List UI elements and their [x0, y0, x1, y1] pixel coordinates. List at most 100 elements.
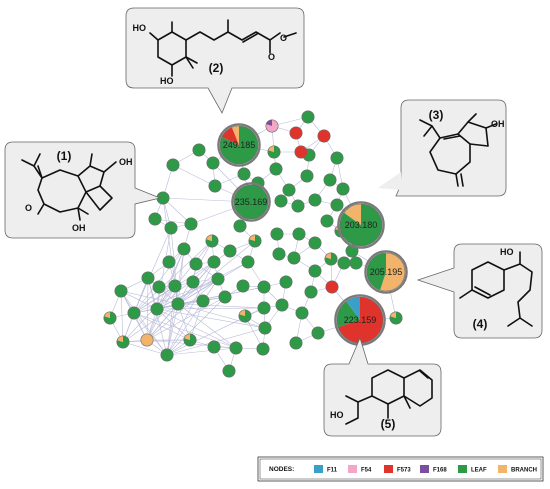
network-node	[291, 199, 305, 213]
network-node	[272, 247, 286, 261]
network-node	[287, 251, 301, 265]
hub-node-slice-f573	[221, 127, 239, 145]
network-node	[295, 306, 309, 320]
network-node-circle	[223, 244, 237, 258]
network-node	[279, 275, 293, 289]
network-node-slice-leaf	[248, 234, 262, 248]
network-node	[269, 162, 283, 176]
network-node-circle	[274, 194, 288, 208]
atom-oh: OH	[491, 119, 505, 129]
network-node-outline	[248, 234, 262, 248]
network-edge	[166, 285, 176, 356]
network-node	[192, 143, 206, 157]
network-edge	[122, 341, 168, 356]
network-nodes	[103, 110, 403, 378]
legend-item-f573: F573	[384, 465, 411, 474]
network-edge	[177, 303, 266, 329]
atom-o-ester-2: O	[280, 33, 287, 43]
legend-title: NODES:	[269, 466, 294, 473]
network-node	[257, 280, 271, 294]
network-node	[257, 301, 271, 315]
network-edge	[166, 278, 219, 356]
network-node-circle	[241, 255, 255, 269]
network-node	[330, 151, 344, 165]
network-node-outline	[389, 311, 403, 325]
network-edge	[177, 248, 185, 305]
atom-oh-top: OH	[119, 157, 133, 167]
network-edge	[146, 248, 185, 341]
network-edge	[156, 240, 213, 310]
network-edge	[147, 277, 168, 356]
molecule-label-3: (3)	[429, 108, 444, 122]
legend-swatch	[314, 465, 323, 473]
network-node-circle	[294, 145, 308, 159]
network-node-circle	[308, 193, 322, 207]
network-node	[275, 298, 289, 312]
network-node	[300, 169, 314, 183]
hub-node-outline	[219, 125, 259, 165]
atom-o-ester-1: O	[268, 52, 275, 62]
network-edge	[120, 290, 124, 343]
network-node-circle	[300, 169, 314, 183]
network-node-circle	[304, 285, 318, 299]
network-node-circle	[168, 279, 182, 293]
network-edge	[156, 227, 172, 310]
network-node	[265, 119, 279, 133]
hub-node-label: 223.159	[344, 315, 377, 325]
network-node-circle	[269, 162, 283, 176]
network-node	[189, 257, 203, 271]
network-node-circle	[308, 236, 322, 250]
network-node-circle	[184, 217, 198, 231]
callout-molecule-3: OH (3)	[378, 99, 507, 197]
network-node	[292, 227, 306, 241]
network-node-circle	[295, 306, 309, 320]
hub-node-slice-leaf	[233, 184, 269, 220]
network-node	[223, 244, 237, 258]
network-edge	[120, 290, 179, 305]
network-node	[205, 234, 219, 248]
network-node-circle	[337, 256, 351, 270]
hub-node-slice-branch	[380, 253, 405, 291]
network-node	[140, 333, 154, 347]
hub-node-label: 249.185	[223, 140, 256, 150]
network-node	[206, 156, 220, 170]
network-edge	[177, 303, 237, 349]
legend-item-f54: F54	[348, 465, 372, 474]
network-edge	[189, 300, 204, 341]
network-node	[171, 297, 185, 311]
network-node	[229, 341, 243, 355]
hub-node-outline	[366, 252, 406, 292]
network-node	[160, 348, 174, 362]
network-node	[207, 255, 221, 269]
legend-swatch	[420, 465, 429, 473]
network-edge	[166, 296, 226, 356]
network-node	[196, 294, 210, 308]
network-node-outline	[116, 335, 130, 349]
network-node-circle	[349, 256, 363, 270]
hub-node-label: 205.195	[370, 267, 403, 277]
network-edge	[120, 290, 158, 310]
network-node	[323, 173, 337, 187]
network-node-slice-branch	[184, 333, 190, 340]
network-node-circle	[292, 227, 306, 241]
atom-ho-bottom: HO	[160, 76, 174, 86]
network-node	[152, 280, 166, 294]
legend-label: F54	[361, 468, 372, 474]
atom-ho-top: HO	[133, 23, 147, 33]
network-node	[148, 212, 162, 226]
network-node	[282, 183, 296, 197]
network-node-circle	[207, 340, 221, 354]
network-node	[336, 182, 350, 196]
molecule-label-2: (2)	[209, 61, 224, 75]
network-node-circle	[279, 275, 293, 289]
network-node-circle	[189, 257, 203, 271]
network-node-outline	[103, 311, 117, 325]
network-edge	[122, 339, 191, 343]
legend-item-f168: F168	[420, 465, 447, 474]
network-edge	[133, 240, 213, 314]
network-node	[127, 306, 141, 320]
legend-item-leaf: LEAF	[458, 465, 487, 474]
network-node-circle	[236, 279, 250, 293]
